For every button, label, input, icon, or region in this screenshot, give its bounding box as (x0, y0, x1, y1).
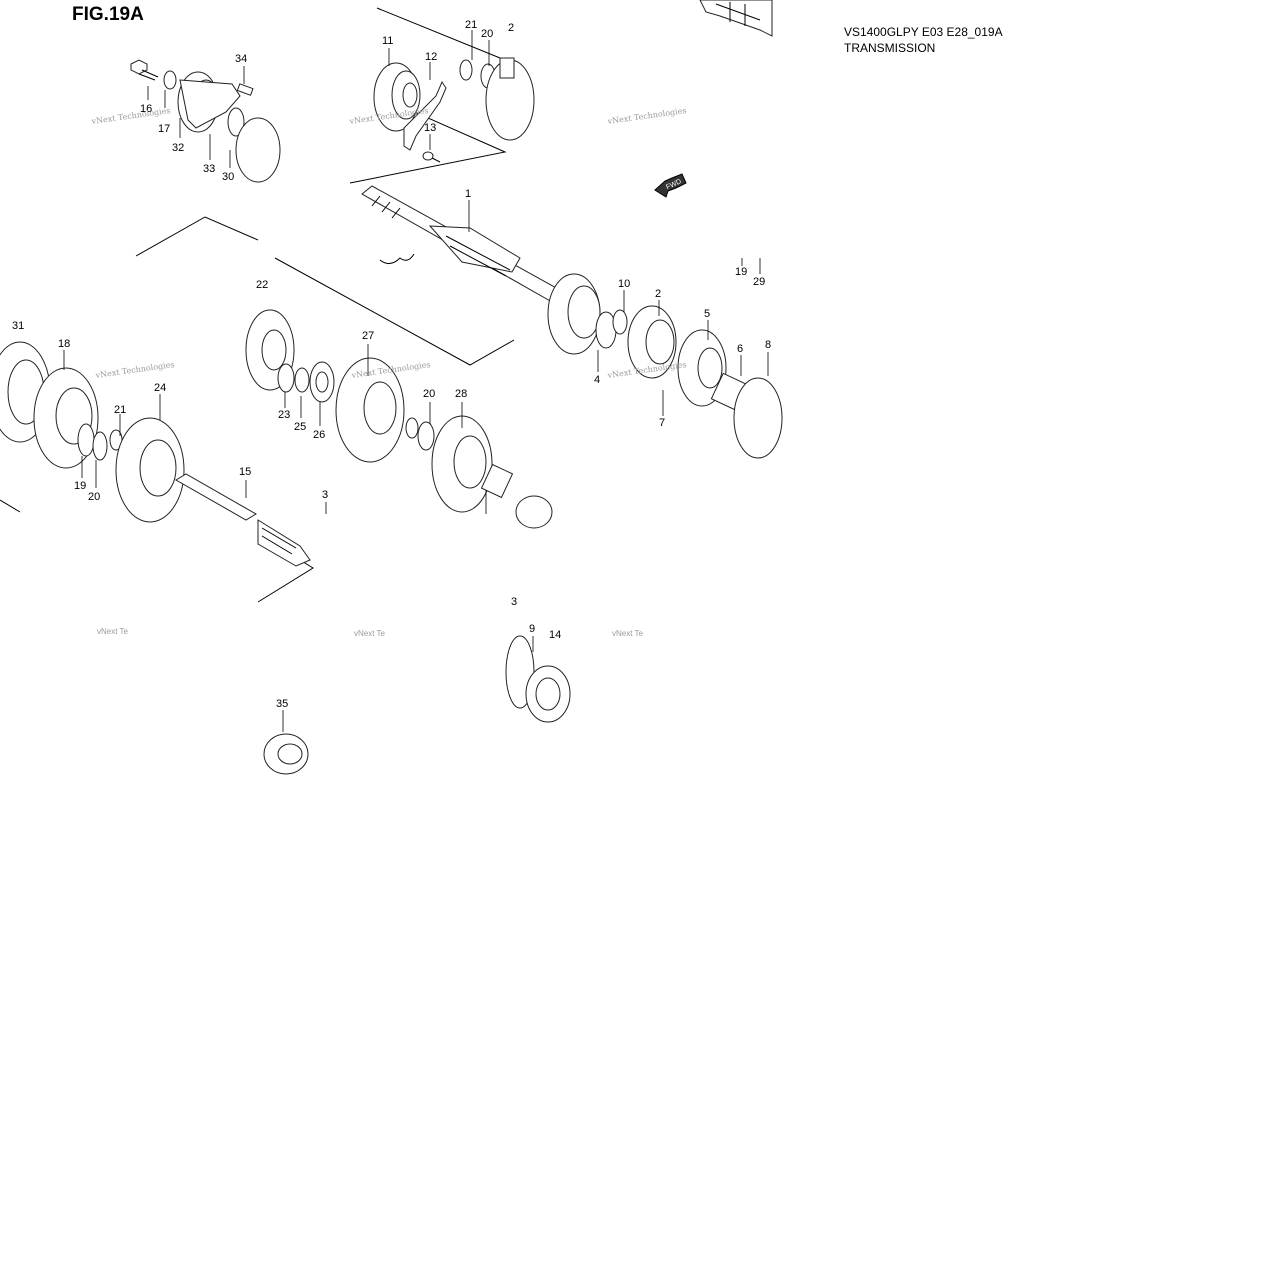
callout-27: 27 (362, 330, 374, 342)
callout-20-mid: 20 (423, 388, 435, 400)
svg-text:vNext Te: vNext Te (612, 629, 644, 638)
section-title: TRANSMISSION (844, 41, 936, 55)
washer-20-mid (417, 421, 435, 451)
callout-21-top: 21 (465, 19, 477, 31)
callout-20-left: 20 (88, 491, 100, 503)
pin-34 (236, 83, 254, 96)
driveshaft-15 (175, 473, 311, 567)
callout-19-right: 19 (735, 266, 747, 278)
callout-13: 13 (424, 122, 436, 134)
countershaft-1 (361, 185, 561, 303)
callout-12: 12 (425, 51, 437, 63)
bearing-11 (373, 62, 421, 132)
callout-7: 7 (659, 417, 665, 429)
lock-washer-26 (309, 361, 335, 403)
callout-35: 35 (276, 698, 288, 710)
callout-23: 23 (278, 409, 290, 421)
circlip-21-mid (405, 417, 419, 439)
frame-line-bottom (257, 559, 314, 603)
oil-seal-30 (227, 107, 245, 137)
retainer-33 (179, 79, 241, 129)
bearing-14 (525, 665, 571, 723)
callout-33: 33 (203, 163, 215, 175)
callout-17: 17 (158, 123, 170, 135)
callout-2: 2 (655, 288, 661, 300)
frame-line-top (376, 7, 501, 59)
circlip-21-top (459, 59, 473, 81)
callout-15: 15 (239, 466, 251, 478)
screw-13 (422, 151, 441, 163)
gear-24 (115, 417, 185, 523)
gear-2 (627, 305, 677, 379)
washer-19-left (77, 423, 95, 457)
callout-29: 29 (753, 276, 765, 288)
bearing-plate-12 (403, 80, 447, 151)
callout-10: 10 (618, 278, 630, 290)
callout-19-left: 19 (74, 480, 86, 492)
callout-31: 31 (12, 320, 24, 332)
model-code: VS1400GLPY E03 E28_019A (844, 25, 1003, 39)
gear-5 (677, 329, 727, 407)
callout-34: 34 (235, 53, 247, 65)
circlip-10 (612, 309, 628, 335)
frame-line-short (0, 499, 21, 513)
callout-4: 4 (594, 374, 600, 386)
bushing-mid (480, 463, 514, 499)
callout-14: 14 (549, 629, 561, 641)
bolt-16 (130, 59, 159, 81)
callout-6: 6 (737, 343, 743, 355)
svg-text:vNext Te: vNext Te (97, 627, 129, 636)
callout-21-left: 21 (114, 404, 126, 416)
callout-26: 26 (313, 429, 325, 441)
gear-27 (335, 357, 405, 463)
gear-upper-3 (547, 273, 601, 355)
shaft-fragment-tr (699, 0, 773, 37)
callout-labels: 1 2 4 5 6 7 8 9 10 11 12 13 14 15 16 17 … (12, 19, 771, 710)
gear-28 (431, 415, 493, 513)
frame-line-left (135, 216, 259, 257)
gear-top-edge (485, 57, 535, 141)
callout-9: 9 (529, 623, 535, 635)
watermark-4: vNext Technologies (94, 360, 175, 380)
callout-30: 30 (222, 171, 234, 183)
callout-20-top: 20 (481, 28, 493, 40)
gear-8 (733, 377, 783, 459)
washer-25 (294, 367, 310, 393)
washer-23 (277, 363, 295, 393)
callout-32: 32 (172, 142, 184, 154)
callout-11: 11 (382, 35, 393, 47)
bearing-lower-mid (515, 495, 553, 529)
callout-2-top-edge: 2 (508, 22, 514, 34)
callout-25: 25 (294, 421, 306, 433)
washer-17 (163, 70, 177, 90)
callout-5: 5 (704, 308, 710, 320)
bearing-35 (263, 733, 309, 775)
callout-22: 22 (256, 279, 268, 291)
callout-3-bottom-edge: 3 (511, 596, 517, 608)
callout-8: 8 (765, 339, 771, 351)
svg-text:vNext Te: vNext Te (354, 629, 386, 638)
callout-24: 24 (154, 382, 166, 394)
gear-edge-tl (235, 117, 281, 183)
callout-16: 16 (140, 103, 152, 115)
forward-arrow-icon: FWD (654, 173, 687, 198)
watermark-fragments: vNext Te vNext Te vNext Te (97, 627, 644, 638)
callout-3: 3 (322, 489, 328, 501)
figure-label: FIG.19A (72, 4, 144, 25)
washer-20-left (92, 431, 108, 461)
callout-1: 1 (465, 188, 471, 200)
callout-28: 28 (455, 388, 467, 400)
watermark-3: vNext Technologies (606, 106, 687, 126)
callout-18: 18 (58, 338, 70, 350)
leader-lines (63, 30, 769, 732)
frame-line-diag (274, 257, 515, 366)
